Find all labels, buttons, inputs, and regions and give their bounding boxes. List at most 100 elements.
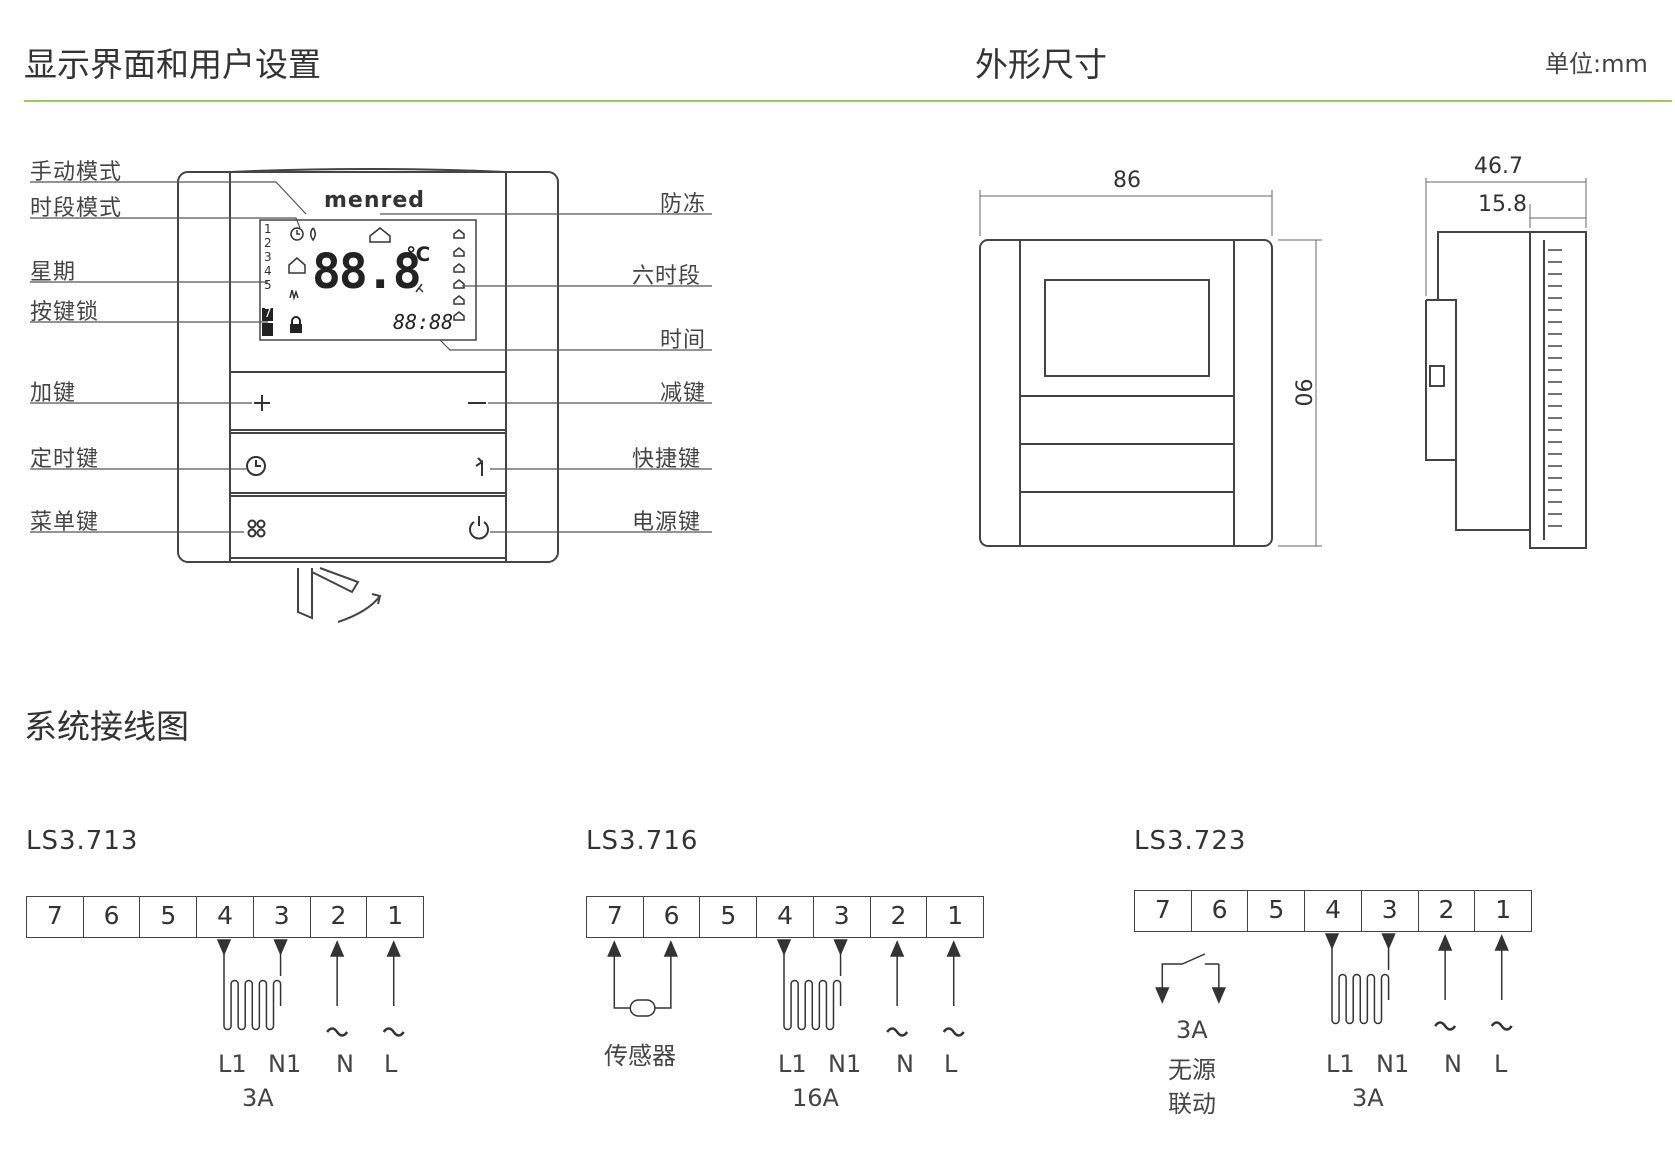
callout-plus-key: 加键: [30, 381, 77, 406]
callout-manual-mode: 手动模式: [30, 160, 123, 185]
ac-supply-icon: [942, 1027, 965, 1037]
heating-icon: [415, 283, 424, 293]
terminal: 1: [387, 901, 404, 930]
menu-icon: [247, 519, 266, 538]
load-label-l1: L1: [218, 1050, 247, 1078]
day-number: 5: [264, 278, 272, 292]
callout-weekday: 星期: [30, 260, 77, 285]
front-view-body: [979, 239, 1273, 547]
ac-supply-icon: [326, 1027, 349, 1037]
lcd-temperature-unit: ℃: [406, 242, 431, 266]
terminal: 4: [1305, 891, 1362, 931]
wiring-model-2: LS3.716: [586, 826, 699, 856]
day-number: 3: [264, 250, 272, 264]
contact-rating-label: 3A: [1176, 1016, 1208, 1044]
supply-label-n: N: [1444, 1050, 1462, 1078]
callout-antifreeze: 防冻: [660, 192, 707, 217]
terminal: 2: [1419, 891, 1476, 931]
rating-label: 16A: [792, 1084, 839, 1112]
load-label-n1: N1: [828, 1050, 862, 1078]
side-view: [1425, 231, 1587, 549]
arrow-up-icon: [890, 940, 905, 957]
terminal: 2: [311, 897, 368, 937]
ac-supply-icon: [886, 1027, 909, 1037]
callout-power-key: 电源键: [632, 510, 702, 535]
lock-icon: [290, 316, 302, 333]
ac-supply-icon: [382, 1027, 405, 1037]
front-view-screen: [1044, 279, 1210, 377]
supply-label-l: L: [1494, 1050, 1508, 1078]
arrow-down-icon: [273, 939, 288, 956]
sensor-label: 传感器: [604, 1042, 676, 1070]
contact-type-label: 无源: [1168, 1056, 1216, 1084]
shortcut-icon: [475, 457, 483, 476]
terminal: 4: [197, 897, 254, 937]
plus-minus-button: [229, 371, 507, 431]
wiring-model-3: LS3.723: [1134, 826, 1247, 856]
hand-icon: [289, 289, 299, 301]
menu-power-button: [229, 495, 507, 559]
heating-element-icon: [223, 976, 282, 1031]
callout-time: 时间: [660, 328, 707, 353]
antifreeze-icon: [369, 227, 391, 243]
terminal: 6: [84, 897, 141, 937]
clock-icon: [290, 227, 304, 241]
arrow-down-icon: [1381, 933, 1396, 950]
arrow-down-icon: [216, 939, 232, 956]
terminal-strip-3: 7 6 5 4 3 2 1: [1134, 890, 1532, 932]
terminal: 5: [700, 897, 758, 937]
plus-icon: [254, 395, 270, 411]
arrow-down-icon: [833, 939, 848, 956]
arrow-up-icon: [330, 940, 345, 957]
day-number: 2: [264, 236, 272, 250]
flame-icon: [310, 227, 316, 242]
callout-menu-key: 菜单键: [30, 510, 100, 535]
terminal: 5: [1248, 891, 1306, 931]
terminal: 3: [254, 897, 311, 937]
dim-front-width: 86: [1113, 168, 1141, 193]
callout-schedule-mode: 时段模式: [30, 196, 123, 221]
lcd-day-numbers: 1 2 3 4 5 6 7: [264, 222, 274, 320]
power-icon: [469, 516, 489, 540]
heating-element-icon: [1331, 970, 1390, 1025]
arrow-down-icon: [776, 939, 792, 956]
lcd-time: 88:88: [393, 310, 454, 334]
supply-label-l: L: [384, 1050, 398, 1078]
unit-label: 单位:mm: [1545, 50, 1648, 78]
ac-supply-icon: [1434, 1021, 1457, 1031]
device-body: [177, 171, 559, 563]
brand-logo: menred: [324, 188, 426, 213]
supply-label-l: L: [944, 1050, 958, 1078]
supply-label-n: N: [896, 1050, 914, 1078]
day-number: 6: [264, 292, 272, 306]
dim-side-inner: 15.8: [1478, 192, 1527, 217]
arrow-down-icon: [1324, 933, 1340, 950]
callout-timer-key: 定时键: [30, 447, 100, 472]
callout-shortcut-key: 快捷键: [632, 447, 702, 472]
dimensions-title: 外形尺寸: [975, 45, 1107, 84]
wiring-model-1: LS3.713: [26, 826, 139, 856]
terminal: 7: [587, 897, 644, 937]
dry-contact-icon: [1161, 953, 1220, 1002]
terminal: 2: [871, 897, 928, 937]
load-label-n1: N1: [1376, 1050, 1410, 1078]
callout-six-periods: 六时段: [632, 264, 702, 289]
dim-side-depth: 46.7: [1474, 154, 1523, 179]
callout-minus-key: 减键: [660, 381, 707, 406]
arrow-up-icon: [663, 940, 678, 957]
day-number: 1: [264, 222, 272, 236]
arrow-up-icon: [607, 940, 622, 957]
day-number: 7: [264, 306, 272, 320]
terminal: 4: [757, 897, 814, 937]
day-number: 4: [264, 264, 272, 278]
terminal: 3: [1362, 891, 1419, 931]
arrow-up-icon: [946, 940, 961, 957]
terminal: 3: [814, 897, 871, 937]
terminal: 6: [1192, 891, 1249, 931]
contact-function-label: 联动: [1168, 1090, 1216, 1118]
lcd-temperature: 88.8: [312, 244, 422, 300]
display-settings-title: 显示界面和用户设置: [24, 45, 321, 84]
terminal: 6: [644, 897, 701, 937]
header-divider: [24, 100, 1672, 102]
